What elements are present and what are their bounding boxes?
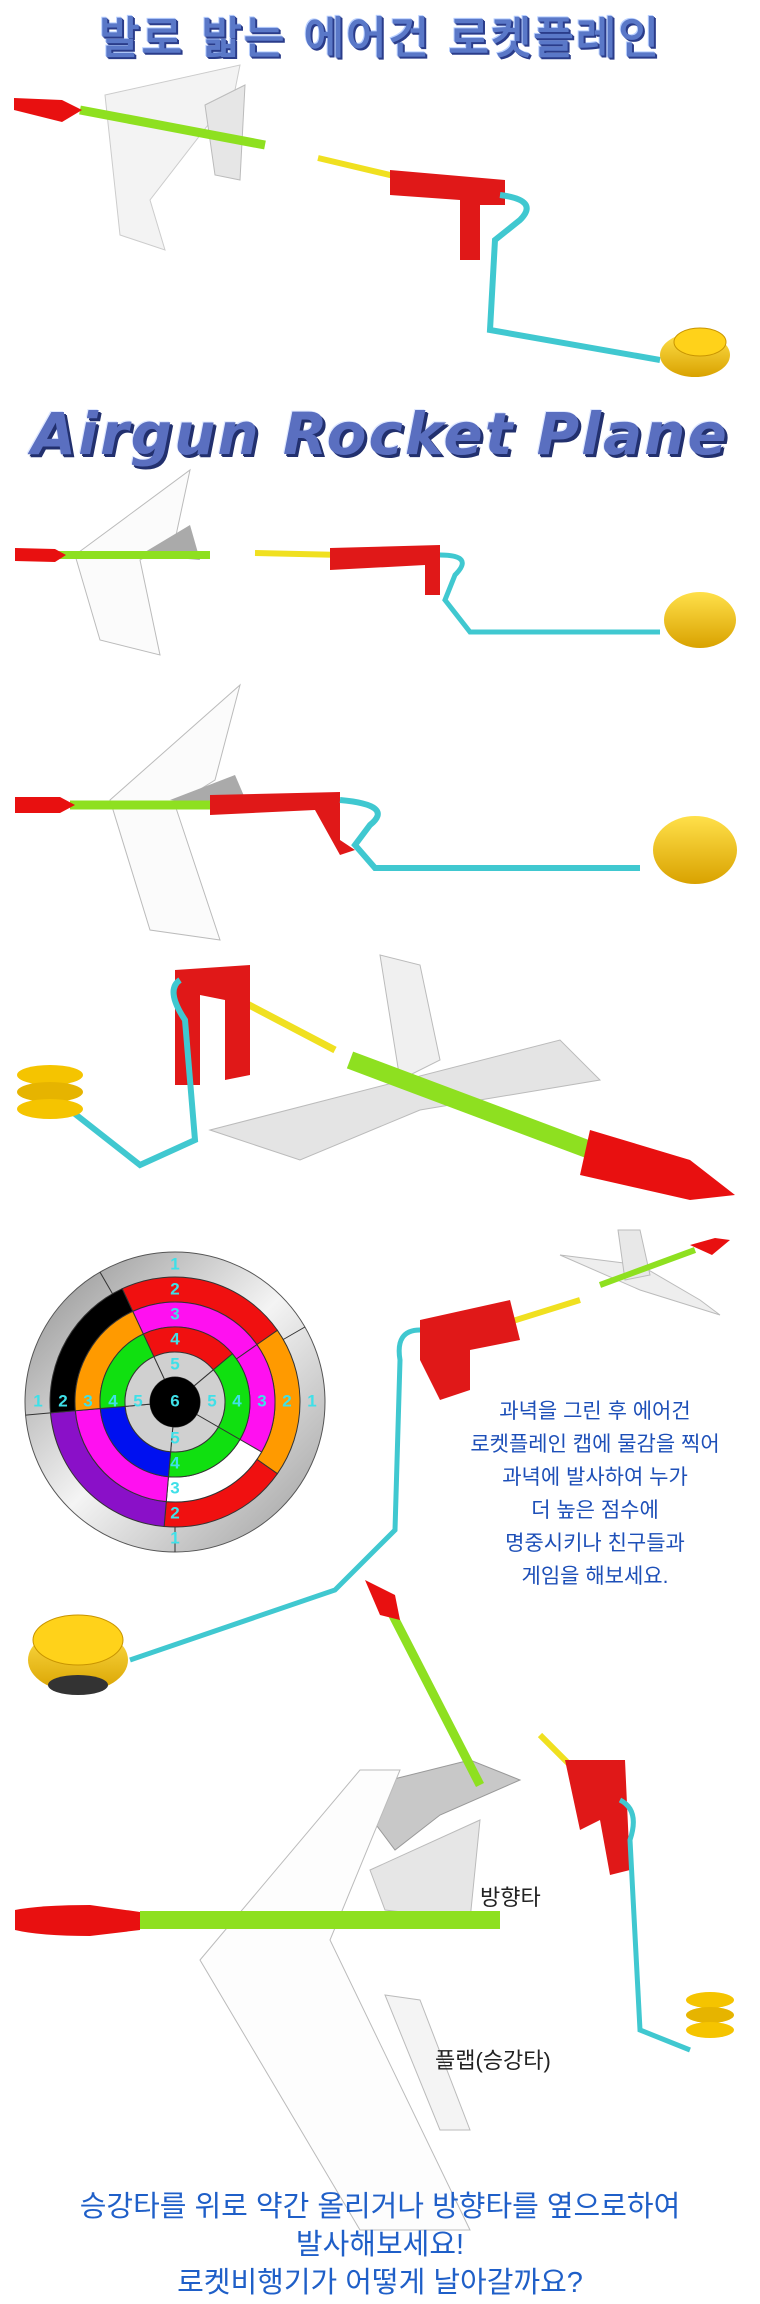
caption-line: 발사해보세요! [295,2229,465,2261]
target-score-label: 4 [108,1391,118,1410]
pump-bellows [17,1065,83,1119]
target-score-label: 2 [282,1391,291,1410]
caption-line: 로켓비행기가 어떻게 날아갈까요? [177,2267,583,2299]
scene-target-shot [28,1229,730,1695]
target-score-label: 1 [170,1528,179,1547]
instruction-text: 과녁을 그린 후 에어건 로켓플레인 캡에 물감을 찍어 과녁에 발사하여 누가… [430,1395,760,1593]
instruction-line: 명중시키나 친구들과 [505,1532,685,1555]
target-score-label: 3 [170,1478,179,1497]
rocket-nose-cone [14,98,82,122]
target-score-label: 1 [307,1391,316,1410]
scene-exploded-view [14,64,730,377]
instruction-line: 과녁을 그린 후 에어건 [499,1400,691,1423]
target-score-label: 2 [170,1279,179,1298]
scene-control-surfaces [15,1769,500,2231]
scene-side-view-1 [15,468,736,656]
rocket-tube [79,105,266,150]
target-divider [283,1326,306,1340]
target-score-label: 5 [170,1428,179,1447]
instruction-line: 게임을 해보세요. [521,1565,669,1588]
target-score-label: 5 [133,1391,142,1410]
instruction-line: 과녁에 발사하여 누가 [502,1466,688,1489]
flap [384,1994,471,2131]
rudder-label: 방향타 [480,1885,541,1910]
scene-diving-plane [349,1580,734,2053]
target-score-label: 3 [170,1304,179,1323]
target-score-label: 5 [170,1354,179,1373]
target-score-label: 4 [170,1329,180,1348]
title-english: Airgun Rocket Plane [31,400,729,468]
target-score-label: 2 [170,1503,179,1522]
instruction-line: 로켓플레인 캡에 물감을 찍어 [470,1433,720,1456]
bottom-caption: 승강타를 위로 약간 올리거나 방향타를 옆으로하여 발사해보세요! 로켓비행기… [0,2188,760,2302]
scene-side-view-2 [15,683,737,941]
target-score-label: 1 [170,1254,179,1273]
target-score-label: 3 [257,1391,266,1410]
target-score-label: 3 [83,1391,92,1410]
scene-perspective-view [17,954,735,1200]
target-divider [25,1412,51,1416]
target-score-label: 4 [232,1391,242,1410]
pump-bellows-small [686,1992,734,2038]
instruction-line: 더 높은 점수에 [531,1499,659,1522]
caption-line: 승강타를 위로 약간 올리거나 방향타를 옆으로하여 [79,2191,681,2223]
launcher [390,170,505,260]
flap-label: 플랩(승강타) [435,2048,551,2073]
target-score-label: 5 [207,1391,216,1410]
target-divider [99,1271,113,1294]
title-korean: 발로 밟는 에어건 로켓플레인 [99,13,661,64]
air-hose [486,192,661,363]
target-score-label: 1 [33,1391,42,1410]
target-score-label: 4 [170,1453,180,1472]
target-score-label: 2 [58,1391,67,1410]
target-score-label: 6 [170,1391,179,1410]
target-bullseye [150,1377,200,1427]
